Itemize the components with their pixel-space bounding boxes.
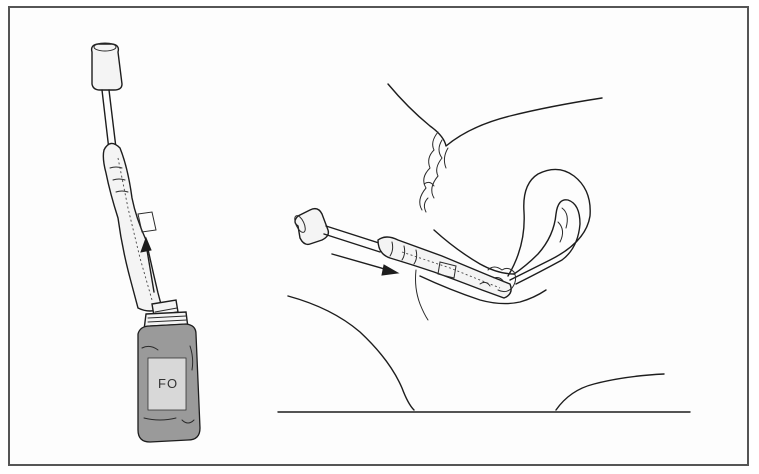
uterus-outline <box>508 169 590 280</box>
bottle-label-text: FO <box>158 376 178 391</box>
anatomy-diagram <box>278 84 690 412</box>
inserted-applicator-rod <box>324 226 382 252</box>
applicator-with-bottle: FO <box>92 43 200 442</box>
medical-illustration: FO <box>10 8 751 468</box>
applicator-rod <box>102 90 116 150</box>
uterus-cavity-shading <box>558 208 567 242</box>
abdomen-contour <box>388 84 602 146</box>
buttock-contour <box>288 296 414 410</box>
illustration-frame: FO <box>8 6 749 466</box>
insertion-arrow <box>332 254 388 270</box>
thigh-contour <box>556 374 664 410</box>
inserted-applicator <box>293 209 516 298</box>
pubic-area <box>420 132 448 212</box>
insertion-arrow-head <box>382 265 398 275</box>
inserted-applicator-cap <box>295 209 328 245</box>
